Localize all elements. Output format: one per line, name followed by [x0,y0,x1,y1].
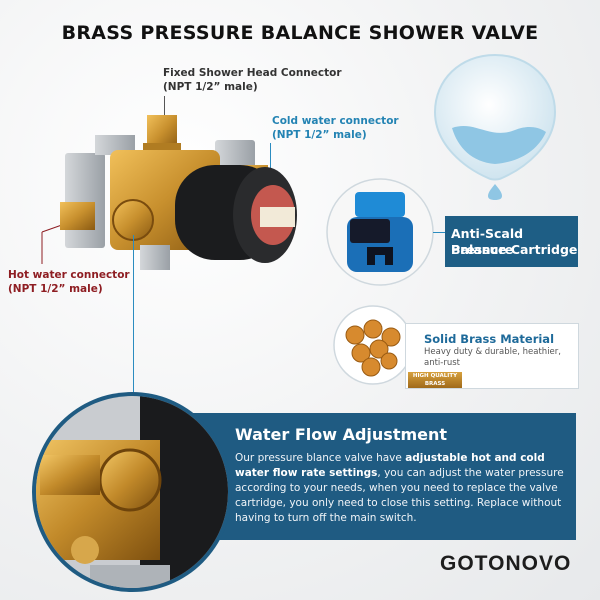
hot-spec: (NPT 1/2” male) [8,283,103,295]
hot-connector-label: Hot water connector (NPT 1/2” male) [8,268,130,296]
fixed-head-title: Fixed Shower Head Connector [163,67,342,79]
cartridge-line-2: Balance Cartridge [451,242,578,257]
panel-text: Our pressure blance valve have adjustabl… [235,451,565,526]
fixed-head-label: Fixed Shower Head Connector (NPT 1/2” ma… [163,66,342,94]
panel-text-part2: , you can adjust the water pressure acco… [235,467,564,524]
brass-desc: Heavy duty & durable, heathier, anti-rus… [424,347,561,368]
high-quality-badge: HIGH QUALITY BRASS [408,372,462,388]
brass-rods-image [333,305,413,385]
water-flow-panel: Water Flow Adjustment Our pressure blanc… [150,413,576,540]
brand-logo: GOTONOVO [440,552,572,575]
cold-title: Cold water connector [272,115,399,127]
badge-line-1: HIGH QUALITY [412,373,458,379]
cartridge-connector-line [433,232,445,233]
water-drop-icon [433,53,557,200]
page-title: BRASS PRESSURE BALANCE SHOWER VALVE [61,22,539,44]
badge-line-2: BRASS [424,381,446,387]
zoom-connector-line [133,235,134,395]
panel-text-bold: adjustable hot and cold water flow rate … [235,452,545,479]
cold-pointer [270,143,271,173]
panel-text-part1: Our pressure blance valve have [235,452,406,464]
hot-title: Hot water connector [8,269,130,281]
flow-adjustment-zoom-image [32,392,232,592]
fixed-head-spec: (NPT 1/2” male) [163,81,258,93]
cold-connector-label: Cold water connector (NPT 1/2” male) [272,114,399,142]
cartridge-image [326,178,434,286]
cold-spec: (NPT 1/2” male) [272,129,367,141]
cartridge-feature-box: Anti-Scald Pressure Balance Cartridge [445,216,578,267]
fixed-head-pointer [164,96,165,118]
brass-title: Solid Brass Material [424,332,555,346]
panel-title: Water Flow Adjustment [235,425,448,444]
cartridge-line-1: Anti-Scald Pressure [451,226,524,257]
shower-valve-image [60,115,297,270]
